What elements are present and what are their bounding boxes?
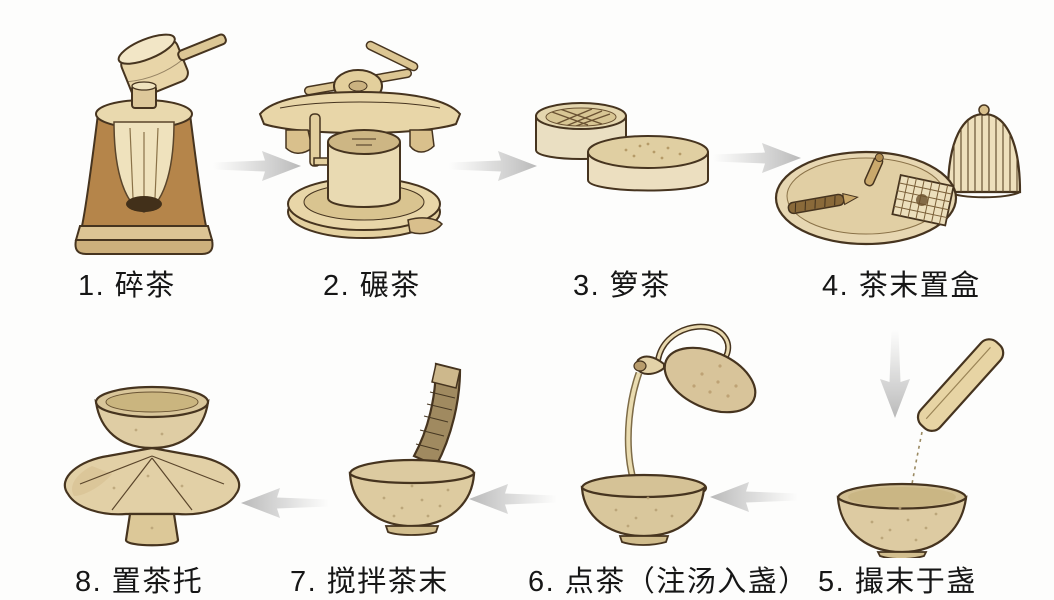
arrow-left-icon bbox=[467, 482, 557, 516]
step-5-label: 5. 撮末于盏 bbox=[818, 566, 977, 598]
cup-on-lotus-stand-icon bbox=[63, 385, 241, 547]
arrow-down-icon bbox=[850, 330, 940, 418]
arrow-right-icon bbox=[449, 149, 539, 183]
sieve-boxes-icon bbox=[535, 102, 709, 192]
bowl-with-scoop-icon bbox=[836, 338, 1005, 558]
step-3-label: 3. 箩茶 bbox=[573, 270, 671, 302]
step-2-label: 2. 碾茶 bbox=[323, 270, 421, 302]
step-8-label: 8. 置茶托 bbox=[75, 566, 204, 598]
ewer-pouring-into-bowl-icon bbox=[580, 323, 757, 546]
bowl-with-whisk-icon bbox=[348, 362, 476, 536]
mortar-and-mallet-icon bbox=[74, 33, 227, 255]
step-7-label: 7. 搅拌茶末 bbox=[290, 566, 449, 598]
arrow-right-icon bbox=[713, 141, 803, 175]
arrow-left-icon bbox=[708, 480, 798, 514]
step-4-label: 4. 茶末置盒 bbox=[822, 270, 981, 302]
tea-roller-and-mill-icon bbox=[258, 40, 462, 239]
arrow-right-icon bbox=[213, 149, 303, 183]
arrow-left-icon bbox=[239, 486, 329, 520]
step-1-label: 1. 碎茶 bbox=[78, 270, 176, 302]
tray-and-ribbed-caddy-icon bbox=[774, 104, 1022, 246]
step-6-label: 6. 点茶（注汤入盏） bbox=[528, 566, 809, 598]
